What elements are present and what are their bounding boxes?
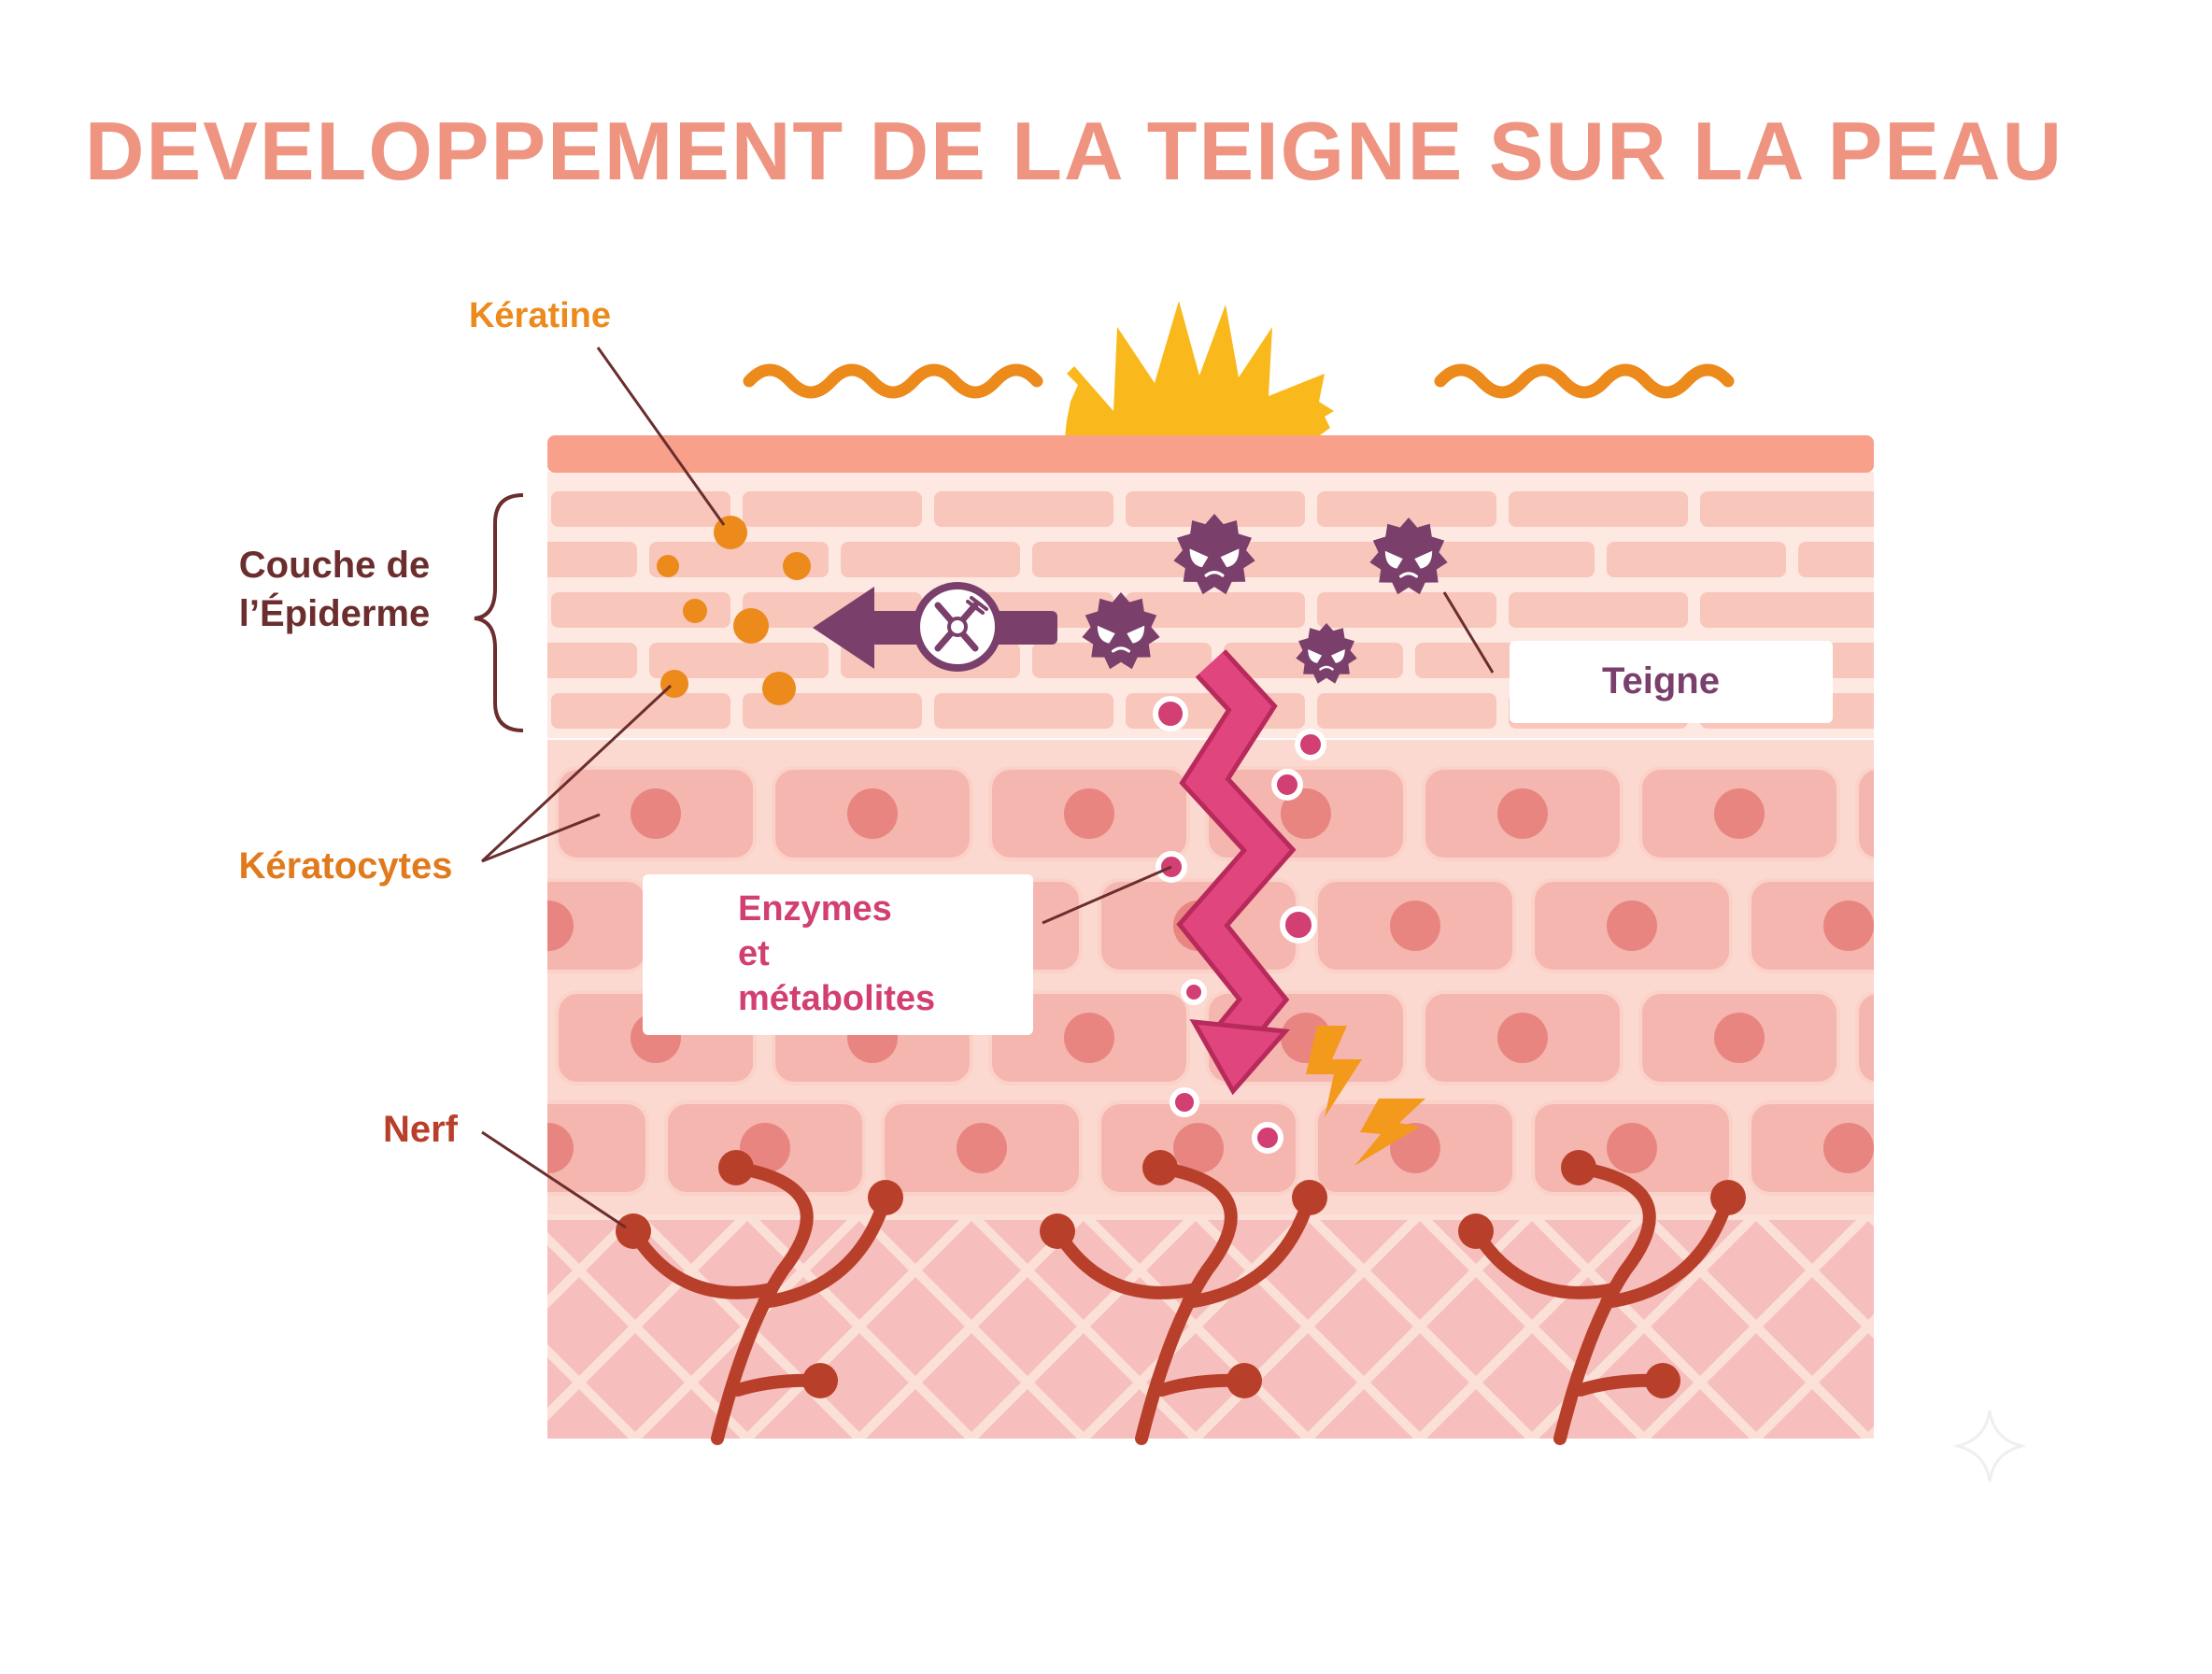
keratin-brick — [547, 643, 637, 678]
keratin-brick — [1798, 542, 1874, 577]
keratocyte — [881, 1100, 1083, 1196]
enzymes-label-box: Enzymes et métabolites — [643, 874, 1033, 1035]
keratocyte — [1531, 878, 1733, 973]
heat-wave-icon — [743, 363, 1043, 399]
keratocyte — [1748, 1100, 1874, 1196]
keratin-brick — [934, 693, 1113, 729]
dermis-crosshatch — [547, 1214, 1874, 1439]
keratin-brick — [1126, 592, 1305, 628]
fungus-germ-icon — [1296, 623, 1357, 684]
keratocyte — [1422, 990, 1624, 1085]
label-ringworm: Teigne — [1602, 660, 1720, 702]
keratocyte — [1855, 990, 1874, 1085]
keratin-brick — [551, 592, 730, 628]
leader-lines — [480, 347, 1495, 1229]
nerve-ending — [1458, 1150, 1746, 1445]
sparkle-icon — [1952, 1410, 2027, 1482]
keratin-brick — [1317, 693, 1496, 729]
keratin-brick — [1607, 542, 1786, 577]
keratocyte — [547, 878, 649, 973]
nerve-ending — [1040, 1150, 1327, 1445]
keratin-brick — [1317, 592, 1496, 628]
nerve-endings — [616, 1150, 1746, 1445]
keratin-brick — [1126, 491, 1305, 527]
heat-wave-icon — [1434, 363, 1735, 399]
dermis-layer — [547, 1214, 1874, 1439]
sun-icon — [1065, 301, 1334, 437]
keratin-brick — [1509, 491, 1688, 527]
epidermis-brace — [474, 493, 524, 732]
label-epidermis-line2: l’Épiderme — [239, 592, 431, 634]
keratin-brick — [1415, 542, 1595, 577]
keratin-brick — [1032, 542, 1212, 577]
keratocyte — [555, 766, 757, 861]
keratin-brick — [547, 542, 637, 577]
keratocyte — [1748, 878, 1874, 973]
keratocyte — [1314, 1100, 1516, 1196]
enzyme-penetration-arrow — [1176, 649, 1297, 1096]
label-enzymes-line3: métabolites — [738, 979, 935, 1018]
keratocyte — [547, 1100, 649, 1196]
keratocyte — [1422, 766, 1624, 861]
keratocyte — [1855, 766, 1874, 861]
fork-knife-icon — [913, 582, 1002, 672]
label-keratocytes: Kératocytes — [238, 845, 452, 887]
lightning-icon — [1306, 1026, 1425, 1166]
label-keratine: Kératine — [469, 296, 611, 335]
keratin-brick — [551, 693, 730, 729]
nerve-ending — [616, 1150, 903, 1445]
keratin-brick — [1224, 542, 1403, 577]
fungus-germ-icon — [1369, 518, 1448, 595]
keratocyte — [1638, 766, 1840, 861]
keratocyte — [1314, 878, 1516, 973]
label-epidermis-line1: Couche de — [239, 545, 430, 586]
skin-surface — [547, 435, 1874, 473]
keratocyte — [988, 990, 1190, 1085]
keratocyte — [664, 1100, 866, 1196]
ringworm-label-box: Teigne — [1510, 641, 1833, 723]
keratin-brick — [1317, 491, 1496, 527]
keratin-brick — [1509, 592, 1688, 628]
page-title: DEVELOPPEMENT DE LA TEIGNE SUR LA PEAU — [85, 105, 2063, 197]
fungus-germ-icon — [1173, 514, 1255, 595]
keratocyte — [772, 766, 973, 861]
keratocyte — [988, 766, 1190, 861]
keratin-brick — [841, 542, 1020, 577]
label-enzymes-line1: Enzymes — [738, 889, 892, 929]
keratin-brick — [743, 491, 922, 527]
fungus-germ-icon — [1082, 592, 1160, 670]
keratin-brick — [1700, 491, 1874, 527]
enzyme-particles — [1153, 696, 1326, 1154]
keratin-brick — [551, 491, 730, 527]
keratin-brick — [934, 491, 1113, 527]
label-nerve: Nerf — [383, 1109, 459, 1150]
keratin-brick — [1700, 592, 1874, 628]
keratin-brick — [649, 643, 829, 678]
label-enzymes-line2: et — [738, 934, 770, 973]
keratocyte — [1638, 990, 1840, 1085]
